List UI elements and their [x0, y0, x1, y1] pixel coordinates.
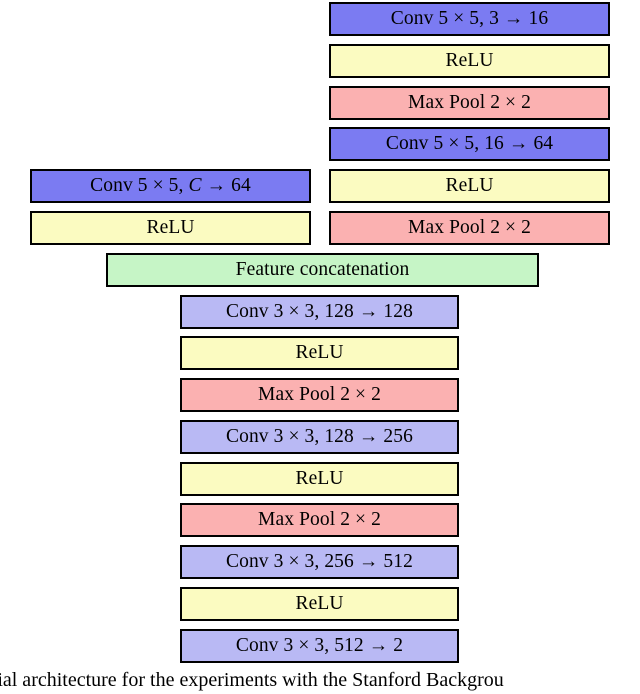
layer-box-conv-3x3-256-512: Conv 3 × 3, 256 → 512: [180, 545, 459, 579]
figure-caption: sarial architecture for the experiments …: [0, 669, 504, 691]
layer-box-conv-3x3-512-2: Conv 3 × 3, 512 → 2: [180, 629, 459, 663]
layer-box-relu-l2: ReLU: [30, 211, 311, 245]
layer-box-feature-concatenation: Feature concatenation: [106, 253, 539, 287]
layer-box-maxpool-r6: Max Pool 2 × 2: [329, 211, 610, 245]
conv-left-label-text: Conv 5 × 5,: [90, 175, 189, 197]
layer-box-conv-3x3-128-128: Conv 3 × 3, 128 → 128: [180, 295, 459, 329]
layer-box-conv-5x5-3-16: Conv 5 × 5, 3 → 16: [329, 2, 610, 36]
layer-box-relu-t8: ReLU: [180, 587, 459, 621]
layer-box-maxpool-t3: Max Pool 2 × 2: [180, 378, 459, 412]
layer-box-relu-r2: ReLU: [329, 44, 610, 78]
layer-box-relu-t5: ReLU: [180, 462, 459, 496]
conv-left-label-arrow: → 64: [201, 175, 251, 197]
channel-count-symbol: C: [188, 175, 202, 197]
layer-box-conv-3x3-128-256: Conv 3 × 3, 128 → 256: [180, 420, 459, 454]
layer-box-conv-5x5-C-64: Conv 5 × 5, C → 64: [30, 169, 311, 203]
layer-box-relu-t2: ReLU: [180, 336, 459, 370]
layer-box-conv-5x5-16-64: Conv 5 × 5, 16 → 64: [329, 127, 610, 161]
layer-box-maxpool-r3: Max Pool 2 × 2: [329, 86, 610, 120]
layer-box-relu-r5: ReLU: [329, 169, 610, 203]
layer-box-maxpool-t6: Max Pool 2 × 2: [180, 503, 459, 537]
